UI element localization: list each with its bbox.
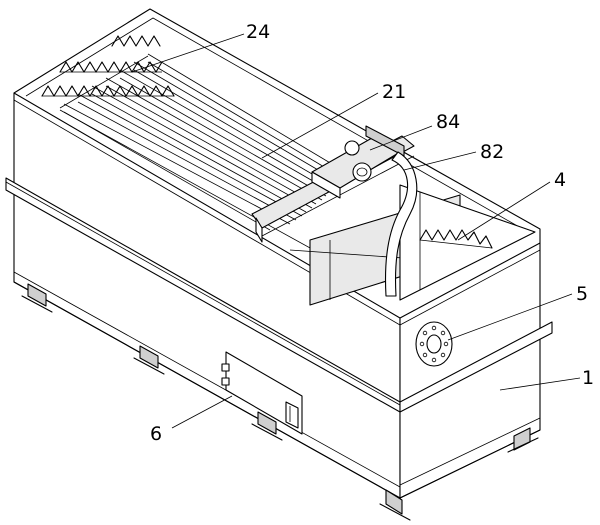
access-door [221, 351, 303, 435]
callout-5: 5 [576, 283, 588, 305]
callout-labels: 24 21 84 82 4 5 1 6 [150, 21, 594, 445]
mid-band-end [399, 321, 553, 413]
outlet-flange [415, 321, 453, 367]
callout-6: 6 [150, 423, 162, 445]
callout-4: 4 [554, 169, 566, 191]
support-feet [21, 283, 539, 521]
callout-84: 84 [436, 111, 460, 133]
leader-lines [131, 33, 581, 429]
tank-body [5, 8, 553, 499]
callout-1: 1 [582, 367, 594, 389]
callout-21: 21 [382, 81, 406, 103]
tube-bundle [59, 53, 353, 231]
callout-82: 82 [480, 141, 504, 163]
tank-interior [59, 109, 536, 306]
rail-carriage [251, 125, 415, 243]
callout-24: 24 [246, 21, 270, 43]
weir-teeth-right [419, 229, 493, 249]
tank-back-rim [13, 8, 541, 244]
